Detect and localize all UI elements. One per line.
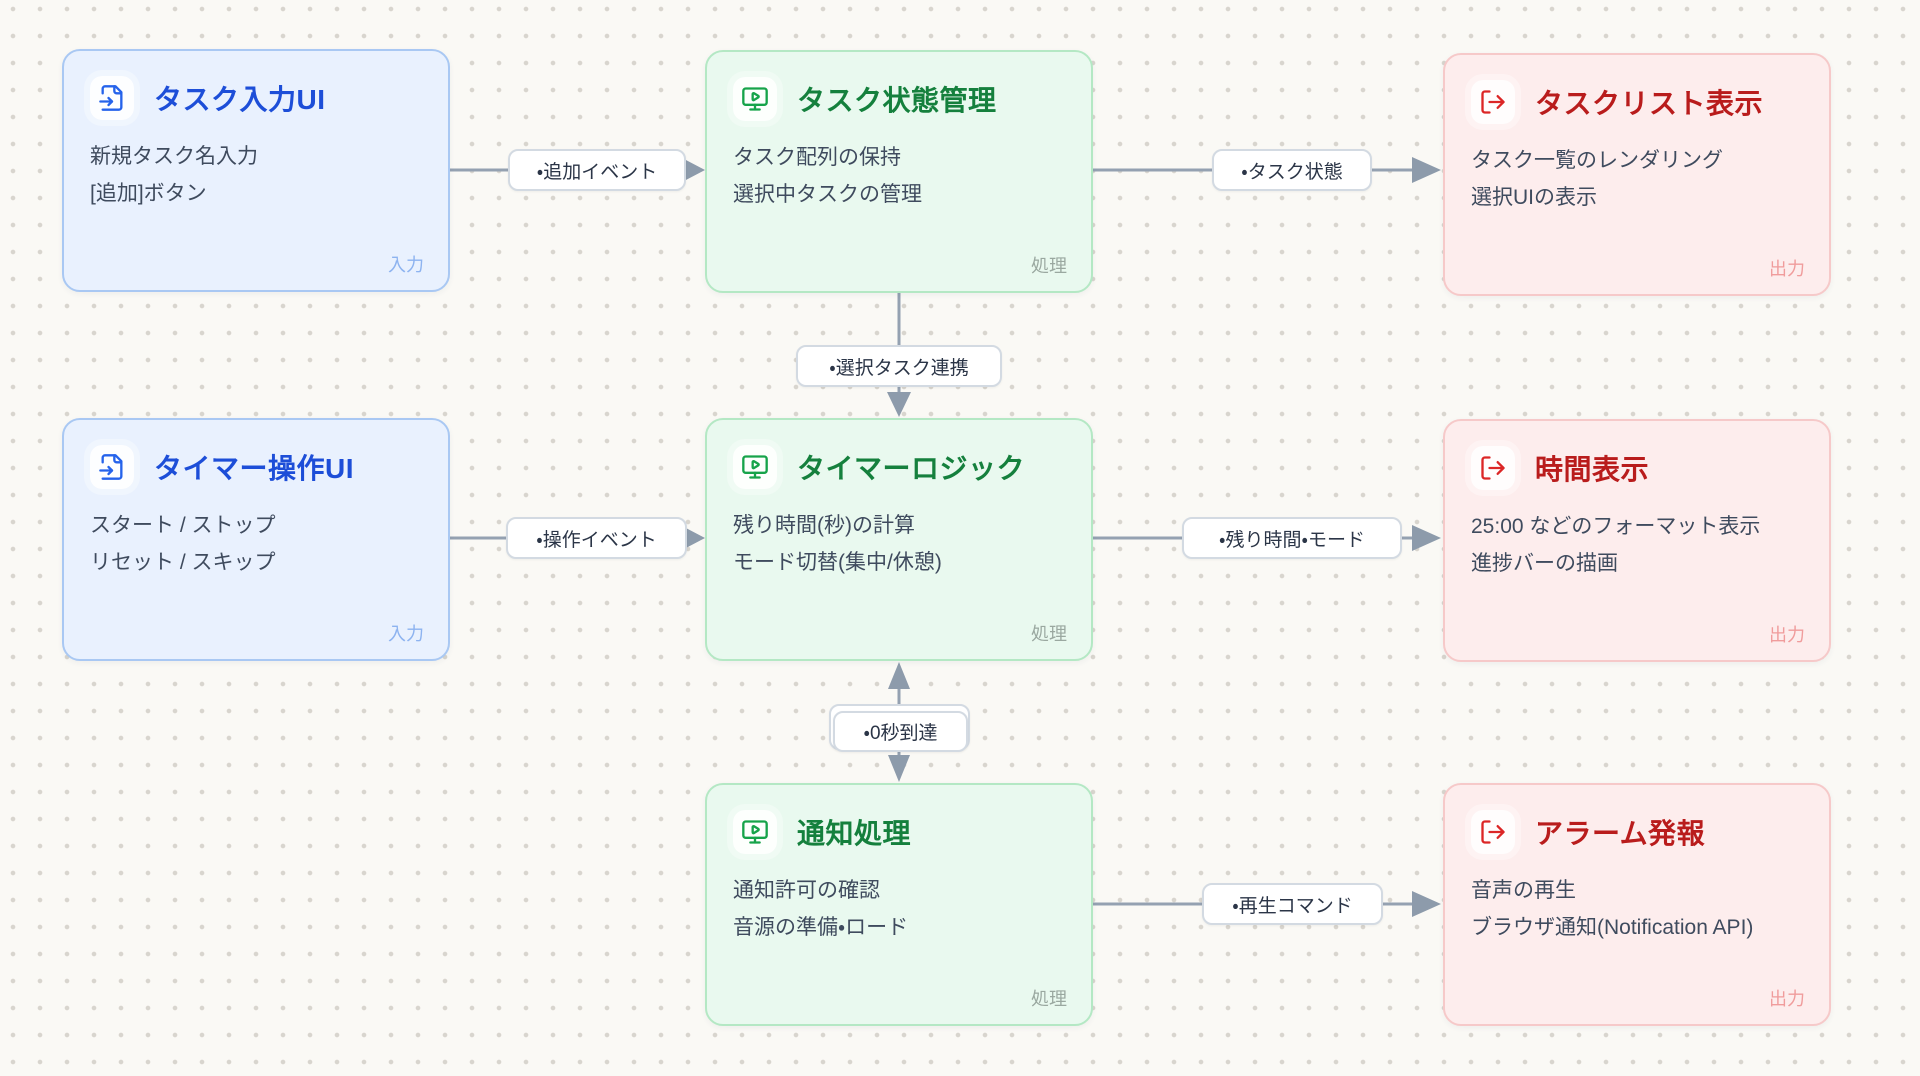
node-kind-tag: 入力 [388, 255, 424, 275]
log-out-icon [1471, 810, 1515, 854]
log-out-icon [1471, 80, 1515, 124]
node-body-line: 音源の準備・ロード [733, 916, 909, 939]
node-alarm-trigger[interactable]: アラーム発報 音声の再生 ブラウザ通知(Notification API) 出力 [1443, 783, 1831, 1026]
node-title: アラーム発報 [1535, 818, 1706, 849]
edge-label-zero-seconds[interactable]: ・0秒到達 [833, 711, 968, 752]
node-body-line: リセット / スキップ [90, 551, 276, 574]
edge-label-play-command[interactable]: ・再生コマンド [1202, 883, 1383, 925]
node-title: タイマーロジック [797, 453, 1026, 484]
node-body-line: 選択UIの表示 [1471, 186, 1597, 209]
node-kind-tag: 出力 [1769, 625, 1805, 645]
file-input-icon [90, 445, 134, 489]
node-header: アラーム発報 [1471, 810, 1803, 854]
node-body-line: タスク一覧のレンダリング [1471, 149, 1723, 172]
node-body-line: 音声の再生 [1471, 879, 1576, 902]
node-title: タスクリスト表示 [1535, 88, 1764, 119]
edge-label-operation-event[interactable]: ・操作イベント [506, 517, 687, 559]
node-time-display[interactable]: 時間表示 25:00 などのフォーマット表示 進捗バーの描画 出力 [1443, 419, 1831, 662]
node-body-line: 残り時間(秒)の計算 [733, 514, 915, 537]
node-kind-tag: 出力 [1769, 259, 1805, 279]
node-kind-tag: 処理 [1031, 256, 1067, 276]
node-body-line: モード切替(集中/休憩) [733, 551, 942, 574]
node-kind-tag: 出力 [1769, 989, 1805, 1009]
node-kind-tag: 処理 [1031, 624, 1067, 644]
monitor-play-icon [733, 810, 777, 854]
node-task-input-ui[interactable]: タスク入力UI 新規タスク名入力 [追加]ボタン 入力 [62, 49, 450, 292]
node-header: 通知処理 [733, 810, 1065, 854]
node-body-line: [追加]ボタン [90, 182, 207, 205]
arrowhead-icon [888, 662, 910, 689]
edge-label-selected-task-link[interactable]: ・選択タスク連携 [796, 345, 1002, 387]
arrowhead-icon [684, 527, 705, 549]
node-kind-tag: 入力 [388, 624, 424, 644]
edge-label-task-state[interactable]: ・タスク状態 [1212, 149, 1372, 191]
node-body-line: 進捗バーの描画 [1471, 552, 1618, 575]
node-header: 時間表示 [1471, 446, 1803, 490]
node-title: タイマー操作UI [154, 453, 355, 484]
node-body-line: 25:00 などのフォーマット表示 [1471, 515, 1761, 538]
node-body-line: 新規タスク名入力 [90, 145, 258, 168]
edge-label-add-event[interactable]: ・追加イベント [508, 149, 686, 191]
node-task-state-management[interactable]: タスク状態管理 タスク配列の保持 選択中タスクの管理 処理 [705, 50, 1093, 293]
monitor-play-icon [733, 445, 777, 489]
node-body-line: 選択中タスクの管理 [733, 183, 922, 206]
node-title: タスク入力UI [154, 84, 326, 115]
node-title: タスク状態管理 [797, 85, 997, 116]
node-task-list-display[interactable]: タスクリスト表示 タスク一覧のレンダリング 選択UIの表示 出力 [1443, 53, 1831, 296]
arrowhead-icon [887, 392, 911, 417]
arrowhead-icon [1412, 891, 1441, 917]
node-body-line: スタート / ストップ [90, 514, 276, 537]
node-body-line: 通知許可の確認 [733, 879, 880, 902]
node-title: 通知処理 [797, 818, 912, 849]
monitor-play-icon [733, 77, 777, 121]
arrowhead-icon [684, 159, 705, 181]
node-body-line: タスク配列の保持 [733, 146, 901, 169]
node-kind-tag: 処理 [1031, 989, 1067, 1009]
node-header: タスク状態管理 [733, 77, 1065, 121]
edge-label-remaining-time-mode[interactable]: ・残り時間・モード [1182, 517, 1402, 559]
node-timer-logic[interactable]: タイマーロジック 残り時間(秒)の計算 モード切替(集中/休憩) 処理 [705, 418, 1093, 661]
arrowhead-icon [888, 755, 910, 782]
node-notification-processing[interactable]: 通知処理 通知許可の確認 音源の準備・ロード 処理 [705, 783, 1093, 1026]
node-timer-control-ui[interactable]: タイマー操作UI スタート / ストップ リセット / スキップ 入力 [62, 418, 450, 661]
node-header: タイマー操作UI [90, 445, 422, 489]
node-title: 時間表示 [1535, 454, 1650, 485]
node-header: タスク入力UI [90, 76, 422, 120]
node-body-line: ブラウザ通知(Notification API) [1471, 916, 1754, 939]
arrowhead-icon [1412, 525, 1441, 551]
node-header: タスクリスト表示 [1471, 80, 1803, 124]
node-header: タイマーロジック [733, 445, 1065, 489]
log-out-icon [1471, 446, 1515, 490]
arrowhead-icon [1412, 157, 1441, 183]
file-input-icon [90, 76, 134, 120]
